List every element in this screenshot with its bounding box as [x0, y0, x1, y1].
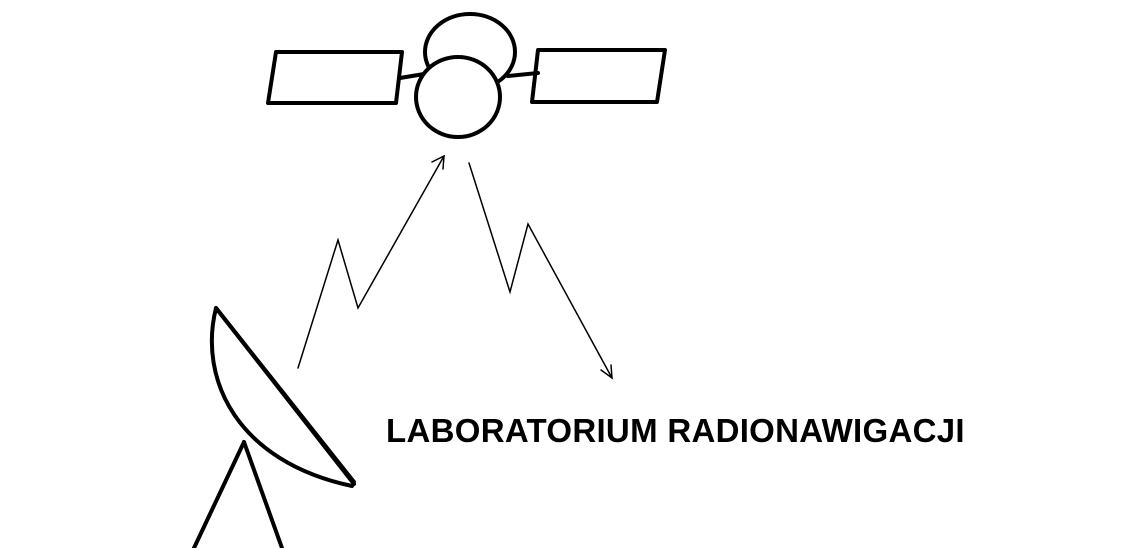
uplink-signal-arrow — [298, 156, 444, 368]
satellite-icon — [268, 14, 665, 137]
dish-leg-left — [194, 442, 244, 548]
satellite-body-front — [416, 57, 500, 137]
downlink-signal-arrow — [469, 163, 612, 378]
left-solar-panel — [268, 52, 402, 103]
laboratory-title: LABORATORIUM RADIONAWIGACJI — [386, 412, 965, 450]
satellite-dish-icon — [194, 308, 354, 548]
right-solar-panel — [532, 50, 665, 102]
